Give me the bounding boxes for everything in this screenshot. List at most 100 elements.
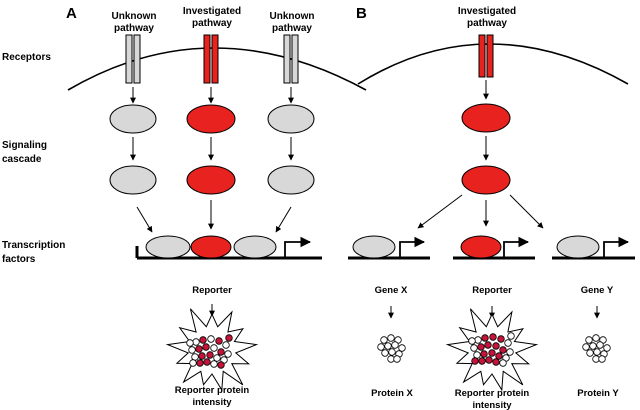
reporter-protein-dot: [195, 345, 203, 353]
protein-dot: [582, 343, 590, 351]
panel-b-reporter-protein-cluster: [468, 332, 515, 367]
panel-a-output-label-line2: intensity: [192, 397, 232, 408]
protein-dot: [507, 332, 515, 340]
protein-dot: [393, 355, 401, 363]
protein-dot: [603, 344, 611, 352]
reporter-protein-dot: [495, 352, 503, 360]
panel-b-tf-gene-x: [352, 235, 396, 259]
protein-dot: [213, 354, 221, 362]
panel-a-cascade-center-2: [186, 165, 236, 195]
protein-dot: [592, 334, 600, 342]
row-label-tf-2: factors: [2, 254, 36, 265]
panel-b-investigated-receptor: [478, 34, 494, 78]
panel-b-output-label-line1: Reporter protein: [455, 388, 530, 399]
protein-dot: [398, 344, 406, 352]
reporter-protein-dot: [481, 334, 489, 342]
reporter-protein-dot: [199, 336, 207, 344]
protein-dot: [384, 342, 392, 350]
protein-dot: [207, 335, 215, 343]
protein-dot: [593, 348, 601, 356]
reporter-protein-dot: [485, 356, 493, 364]
reporter-protein-dot: [477, 343, 485, 351]
protein-dot: [586, 349, 594, 357]
reporter-protein-dot: [202, 343, 210, 351]
panel-b-reporter-label: Reporter: [472, 285, 512, 296]
row-label-tf-1: Transcription: [2, 240, 65, 251]
row-label-signaling-2: cascade: [2, 154, 42, 165]
reporter-protein-dot: [488, 349, 496, 357]
panel-b-protein-x-cluster: [377, 334, 406, 363]
protein-dot: [468, 337, 476, 345]
panel-b-protein-y-label: Protein Y: [577, 388, 619, 399]
protein-dot: [381, 349, 389, 357]
protein-dot: [387, 334, 395, 342]
reporter-protein-dot: [215, 337, 223, 345]
panel-b-tf-gene-y: [556, 235, 600, 259]
reporter-protein-dot: [489, 333, 497, 341]
protein-dot: [506, 348, 514, 356]
panel-b-letter: B: [356, 5, 367, 22]
row-label-receptors: Receptors: [2, 52, 51, 63]
protein-dot: [210, 344, 218, 352]
panel-a-tf-right: [233, 235, 277, 259]
reporter-protein-dot: [217, 348, 225, 356]
panel-b-tf-reporter: [460, 235, 502, 259]
reporter-protein-dot: [198, 352, 206, 360]
panel-a-reporter-label: Reporter: [192, 285, 232, 296]
reporter-protein-dot: [480, 350, 488, 358]
reporter-protein-dot: [217, 361, 225, 369]
panel-a-left-pathway-line1: Unknown: [112, 11, 157, 22]
panel-a-unknown-receptor-left: [125, 34, 141, 84]
protein-dot: [391, 341, 399, 349]
protein-dot: [210, 360, 218, 368]
panel-b-gene-y-label: Gene Y: [581, 285, 614, 296]
panel-b-protein-y-cluster: [582, 334, 611, 363]
reporter-protein-dot: [196, 359, 204, 367]
arrow-a-left-3: [136, 206, 153, 233]
protein-dot: [585, 336, 593, 344]
protein-dot: [224, 350, 232, 358]
panel-a-right-pathway-line1: Unknown: [270, 11, 315, 22]
panel-a-output-label-line1: Reporter protein: [175, 385, 250, 396]
panel-b-cascade-1: [461, 103, 511, 133]
panel-a-unknown-receptor-right: [283, 34, 299, 84]
panel-a-cascade-left-2: [109, 165, 157, 195]
protein-dot: [388, 348, 396, 356]
panel-b-promoter-gene-x: [348, 236, 430, 260]
panel-a-cascade-center-1: [186, 104, 236, 134]
panel-a-cascade-left-1: [109, 104, 157, 134]
protein-dot: [596, 341, 604, 349]
protein-dot: [377, 343, 385, 351]
panel-b-cascade-2: [461, 165, 511, 195]
panel-a-reporter-protein-cluster: [186, 334, 233, 369]
panel-b-promoter-reporter: [453, 236, 535, 260]
protein-dot: [188, 346, 196, 354]
protein-dot: [191, 353, 199, 361]
panel-b-output-label-line2: intensity: [472, 400, 512, 410]
panel-a-tf-left: [145, 235, 191, 259]
panel-a-right-pathway-line2: pathway: [272, 23, 312, 34]
reporter-protein-dot: [225, 334, 233, 342]
panel-b-promoter-gene-y: [552, 236, 635, 260]
panel-b-gene-x-label: Gene X: [375, 285, 408, 296]
protein-dot: [222, 341, 230, 349]
panel-a-letter: A: [66, 5, 77, 22]
panel-a-cascade-right-2: [267, 165, 315, 195]
reporter-protein-dot: [203, 358, 211, 366]
row-label-signaling-1: Signaling: [2, 140, 47, 151]
reporter-protein-dot: [206, 351, 214, 359]
panel-a-tf-center: [190, 235, 232, 259]
panel-a-center-pathway-line1: Investigated: [183, 6, 241, 17]
protein-dot: [470, 344, 478, 352]
panel-b-pathway-line2: pathway: [467, 18, 507, 29]
protein-dot: [192, 338, 200, 346]
reporter-protein-dot: [492, 342, 500, 350]
panel-a-investigated-receptor: [203, 34, 219, 84]
protein-dot: [504, 339, 512, 347]
arrow-b-to-gene-y: [509, 194, 544, 229]
panel-b-protein-x-label: Protein X: [371, 388, 413, 399]
arrow-b-to-gene-x: [417, 194, 463, 229]
panel-a-left-pathway-line2: pathway: [114, 23, 154, 34]
reporter-protein-dot: [497, 335, 505, 343]
